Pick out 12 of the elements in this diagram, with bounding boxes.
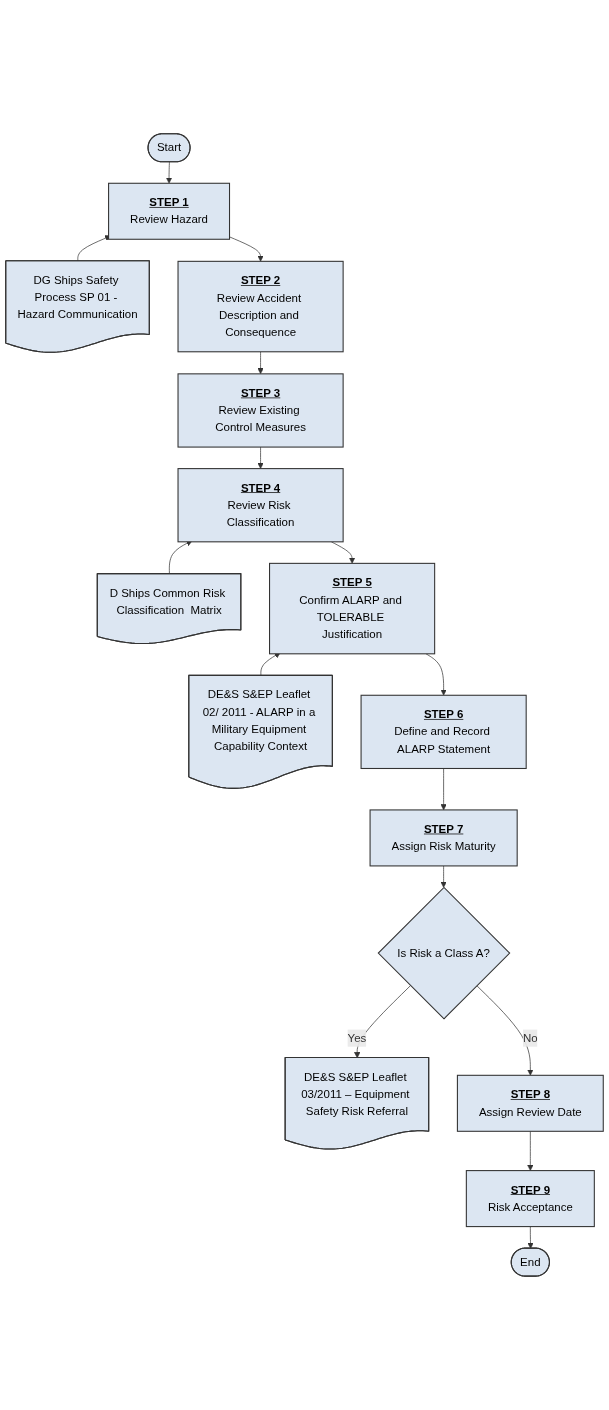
node-box bbox=[177, 468, 344, 543]
node-box bbox=[360, 694, 527, 770]
node-box bbox=[177, 373, 344, 448]
node-box bbox=[465, 1170, 595, 1228]
node-box bbox=[456, 1074, 604, 1132]
node-diamond bbox=[377, 886, 511, 1020]
node-box bbox=[269, 562, 436, 655]
edge-label: No bbox=[522, 1031, 538, 1044]
node-box bbox=[369, 809, 518, 867]
edge-label: Yes bbox=[347, 1031, 367, 1044]
node-box bbox=[108, 182, 231, 240]
node-box bbox=[177, 260, 344, 353]
